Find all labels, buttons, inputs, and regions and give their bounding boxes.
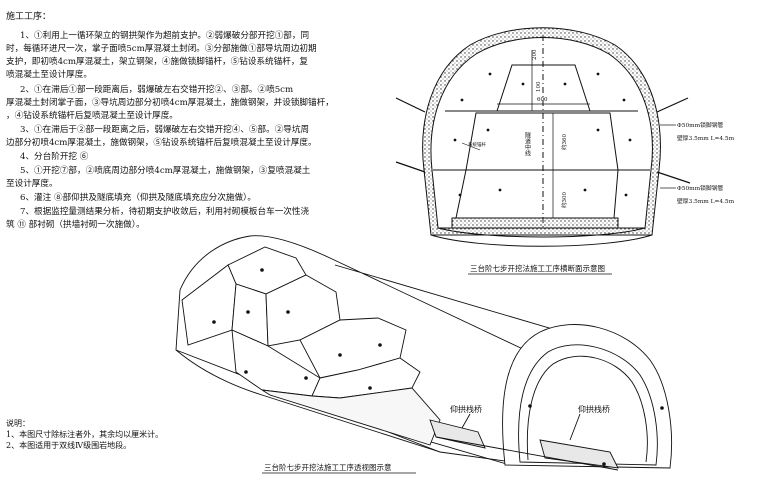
procedure-line: 筑 ⑪ 部衬砌（拱墙衬砌一次施做）。 — [6, 220, 145, 230]
cross-section-caption: 三台阶七步开挖法施工工序横断面示意图 — [470, 263, 605, 273]
pipe-lower-label-2: 壁厚3.5mm L=4.5m — [677, 197, 735, 205]
procedure-line: 支护，即初喷4cm厚混凝土，架立钢架，④施做锁脚锚杆，⑤钻设系统锚杆，复 — [6, 57, 309, 67]
centerline-label: 隧道中线 — [524, 131, 531, 156]
procedure-line: 边部分初喷4cm厚混凝土，施做钢架，⑤钻设系统锚杆后复喷混凝土至设计厚度。 — [6, 138, 317, 148]
pipe-upper-label-2: 壁厚3.5mm L=4.5m — [677, 134, 735, 142]
note-line: 1、本图尺寸除标注者外，其余均以厘米计。 — [6, 430, 164, 439]
invert-trestle-right — [539, 439, 619, 469]
invert-curve — [430, 234, 653, 247]
lock-pipe-upper-left — [395, 97, 426, 113]
pipe-lower-label-1: Φ50mm锁脚钢管 — [677, 184, 724, 192]
procedure-line: 时，每循环进尺一次，掌子面喷5cm厚混凝土封闭。③分部施做①部导坑周边初期 — [6, 44, 317, 54]
lock-pipe-lower-left — [395, 161, 426, 173]
bolt-label: 系统锚杆 — [468, 141, 486, 148]
procedure-line: 厚混凝土封闭掌子面，③导坑周边部分初喷4cm厚混凝土，施做钢架，并设锁脚锚杆， — [6, 98, 334, 108]
procedure-line: 4、分台阶开挖 ⑥ — [20, 152, 89, 162]
procedure-line: 5、①开挖⑦部，②喷底周边部分喷4cm厚混凝土，施做钢架，③复喷混凝土 — [20, 166, 311, 176]
notes-title: 说明： — [6, 419, 30, 428]
trestle-label-1: 仰拱栈桥 — [450, 404, 482, 414]
procedure-line: 7、根据监控量测结果分析，待初期支护收敛后，利用衬砌模板台车一次性浇 — [20, 207, 310, 217]
base-slab — [451, 217, 619, 229]
tunnel-floor — [261, 387, 441, 446]
procedure-line: 1、①利用上一循环架立的钢拱架作为超前支护。②弱爆破分部开挖①部，同 — [20, 31, 310, 41]
dim-upper-height: 100 — [536, 81, 542, 92]
procedure-line: ，④钻设系统锚杆后复喷混凝土至设计厚度。 — [6, 111, 178, 121]
cross-section-diagram — [395, 27, 691, 247]
pipe-upper-label-1: Φ50mm锁脚钢管 — [677, 121, 724, 129]
portal-inner-ring — [518, 344, 658, 466]
dim-width: 600 — [537, 97, 548, 103]
lock-pipe-upper-right — [656, 97, 689, 113]
procedure-line: 3、①在滞后于②部一段距离之后，弱爆破左右交错开挖④、⑤部。②导坑周 — [20, 125, 310, 135]
procedure-line: 至设计厚度。 — [6, 179, 58, 189]
tunnel-inner-profile — [430, 37, 653, 229]
procedure-line: 喷混凝土至设计厚度。 — [6, 70, 92, 80]
trestle-label-2: 仰拱栈桥 — [578, 404, 610, 414]
note-line: 2、本图适用于双线Ⅳ级围岩地段。 — [6, 441, 132, 450]
procedure-title: 施工工序： — [6, 12, 52, 22]
perspective-diagram — [175, 235, 672, 471]
core-upper — [496, 64, 591, 112]
dim-mid-height: 约360 — [560, 134, 568, 150]
dim-lower-height: 约300 — [560, 192, 568, 208]
lock-pipe-lower-right — [656, 171, 691, 184]
perspective-caption: 三台阶七步开挖法施工工序透视图示意 — [264, 462, 392, 472]
procedure-line: 6、灌注 ⑧部仰拱及隧底填充（仰拱及隧底填充应分次施做）。 — [20, 193, 256, 203]
dim-top: 200 — [532, 49, 538, 60]
procedure-line: 2、①在滞后①部一段距离后，弱爆破左右交错开挖②、③部。②喷5cm — [20, 85, 294, 95]
